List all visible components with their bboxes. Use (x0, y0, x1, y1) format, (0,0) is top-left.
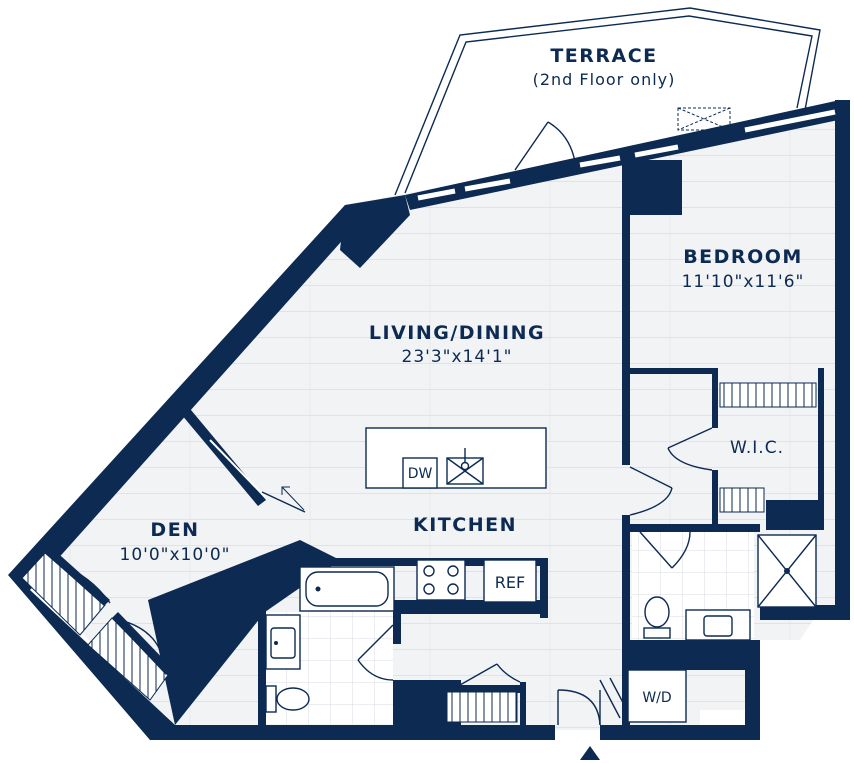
entry-door[interactable] (557, 689, 601, 726)
terrace-door[interactable] (514, 121, 576, 171)
bedroom-door[interactable] (629, 466, 673, 516)
bath-1-toilet (265, 685, 310, 713)
refrigerator-label: REF (495, 573, 525, 592)
wic-shelf-top (719, 382, 817, 408)
den-label: DEN (150, 519, 199, 541)
bathtub-icon (299, 566, 395, 612)
den-dims: 10'0"x10'0" (120, 545, 231, 565)
shower-icon (757, 534, 817, 608)
entry-arrow-icon (580, 746, 600, 760)
sink-icon (685, 609, 751, 641)
wic-label: W.I.C. (730, 438, 784, 458)
island-sink-icon (446, 448, 484, 485)
den-partition (176, 404, 306, 513)
wic-door[interactable] (667, 427, 713, 471)
refrigerator (483, 559, 537, 603)
washer-dryer-label: W/D (642, 690, 671, 706)
pantry-shelf (446, 691, 518, 723)
terrace-note: (2nd Floor only) (533, 70, 676, 89)
wic-shelf-bottom (719, 487, 765, 513)
terrace-label: TERRACE (550, 45, 657, 67)
bath-1-door[interactable] (357, 624, 394, 681)
cooktop-icon (416, 559, 466, 601)
windows (417, 109, 836, 201)
kitchen-label: KITCHEN (413, 514, 517, 536)
toilet-icon (643, 596, 671, 639)
interior-walls (258, 160, 824, 730)
bath-2-door[interactable] (639, 531, 691, 569)
bedroom-dims: 11'10"x11'6" (682, 272, 805, 292)
washer-dryer (599, 669, 687, 723)
living-dims: 23'3"x14'1" (402, 347, 513, 367)
dishwasher (402, 457, 438, 489)
dishwasher-label: DW (408, 466, 433, 482)
den-closets (21, 548, 172, 701)
exterior-walls (8, 100, 850, 740)
door-swing-icon (281, 486, 305, 511)
pantry-door[interactable] (459, 663, 521, 686)
bath-1-sink (265, 614, 301, 670)
living-label: LIVING/DINING (369, 322, 545, 344)
bedroom-label: BEDROOM (683, 246, 803, 268)
